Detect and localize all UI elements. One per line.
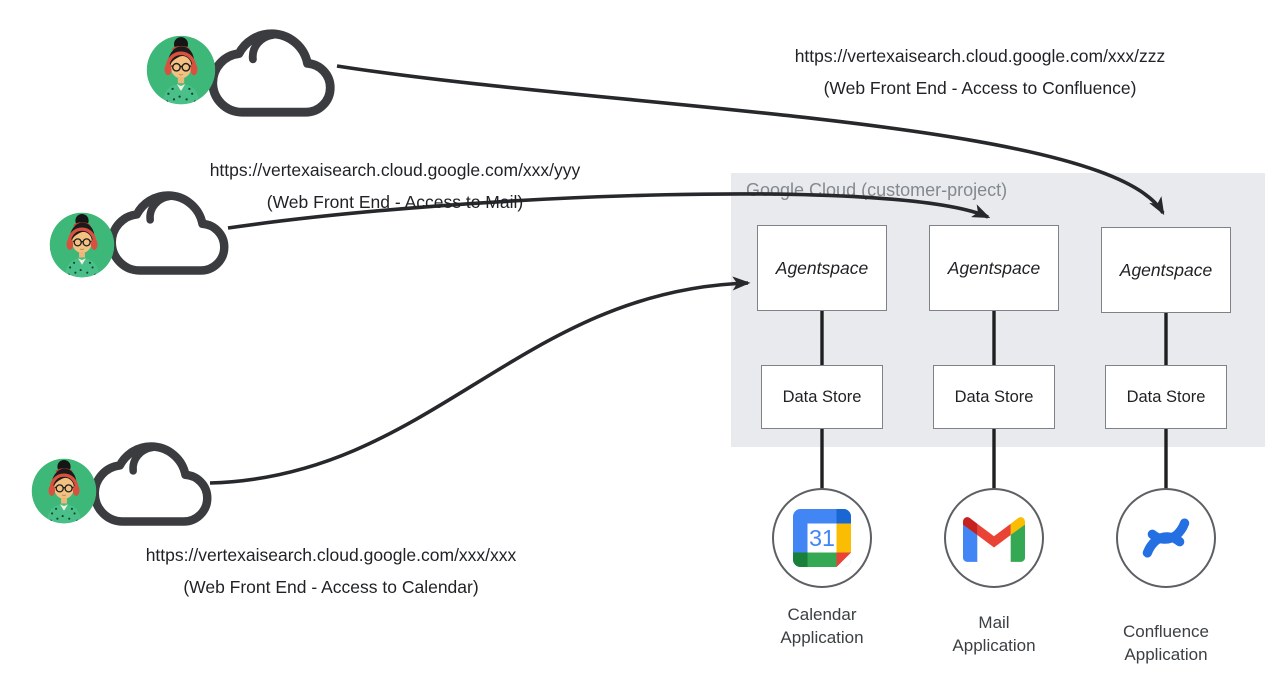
agentspace-label: Agentspace	[1119, 259, 1213, 280]
data-store-label: Data Store	[1126, 387, 1206, 406]
cloud-icon	[86, 439, 216, 529]
arrow-calendar-request	[209, 276, 751, 485]
calendar-day-number: 31	[809, 525, 835, 551]
user-avatar-icon	[49, 212, 115, 278]
url-text: https://vertexaisearch.cloud.google.com/…	[209, 160, 581, 180]
data-store-label: Data Store	[782, 387, 862, 406]
gmail-icon	[963, 517, 1025, 562]
user-avatar-icon	[146, 35, 216, 105]
confluence-app-circle	[1116, 488, 1216, 588]
agentspace-label: Agentspace	[947, 257, 1041, 278]
url-caption: (Web Front End - Access to Calendar)	[183, 577, 479, 597]
confluence-url-block: https://vertexaisearch.cloud.google.com/…	[795, 40, 1166, 104]
url-text: https://vertexaisearch.cloud.google.com/…	[794, 46, 1166, 66]
agentspace-box-confluence: Agentspace	[1101, 227, 1231, 313]
url-caption: (Web Front End - Access to Mail)	[266, 192, 524, 212]
agentspace-label: Agentspace	[775, 257, 869, 278]
cloud-icon	[203, 26, 340, 120]
data-store-box-mail: Data Store	[933, 365, 1055, 429]
confluence-app-label: Confluence Application	[1122, 622, 1210, 664]
agentspace-box-mail: Agentspace	[929, 225, 1059, 311]
data-store-label: Data Store	[954, 387, 1034, 406]
data-store-box-confluence: Data Store	[1105, 365, 1227, 429]
mail-app-label: Mail Application	[952, 613, 1036, 655]
google-cloud-panel-label: Google Cloud (customer-project)	[746, 180, 1008, 200]
user-avatar-icon	[31, 458, 97, 524]
calendar-app-label: Calendar Application	[780, 605, 864, 647]
agentspace-box-calendar: Agentspace	[757, 225, 887, 311]
confluence-icon	[1142, 518, 1190, 558]
url-caption: (Web Front End - Access to Confluence)	[823, 78, 1137, 98]
url-text: https://vertexaisearch.cloud.google.com/…	[145, 545, 517, 565]
calendar-url-block: https://vertexaisearch.cloud.google.com/…	[146, 539, 517, 603]
cloud-icon	[103, 188, 233, 278]
mail-app-circle	[944, 488, 1044, 588]
google-calendar-icon: 31	[793, 509, 851, 567]
calendar-app-circle: 31	[772, 488, 872, 588]
mail-url-block: https://vertexaisearch.cloud.google.com/…	[210, 154, 581, 218]
data-store-box-calendar: Data Store	[761, 365, 883, 429]
